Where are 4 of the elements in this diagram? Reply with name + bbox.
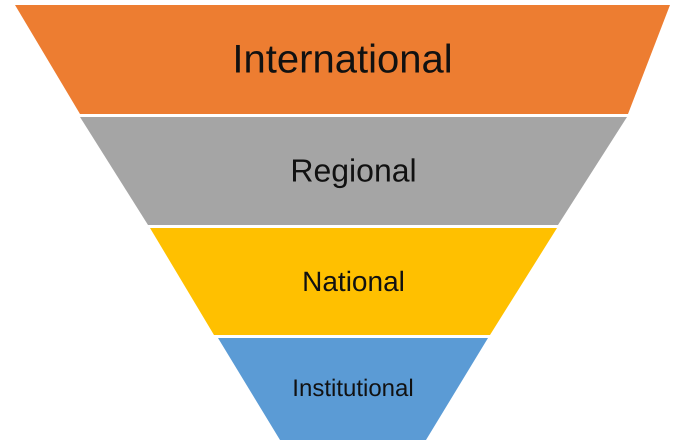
band-label: Institutional [292, 375, 414, 403]
band-label: Regional [290, 152, 417, 190]
band-label: International [232, 37, 453, 82]
band-label: National [302, 266, 405, 298]
